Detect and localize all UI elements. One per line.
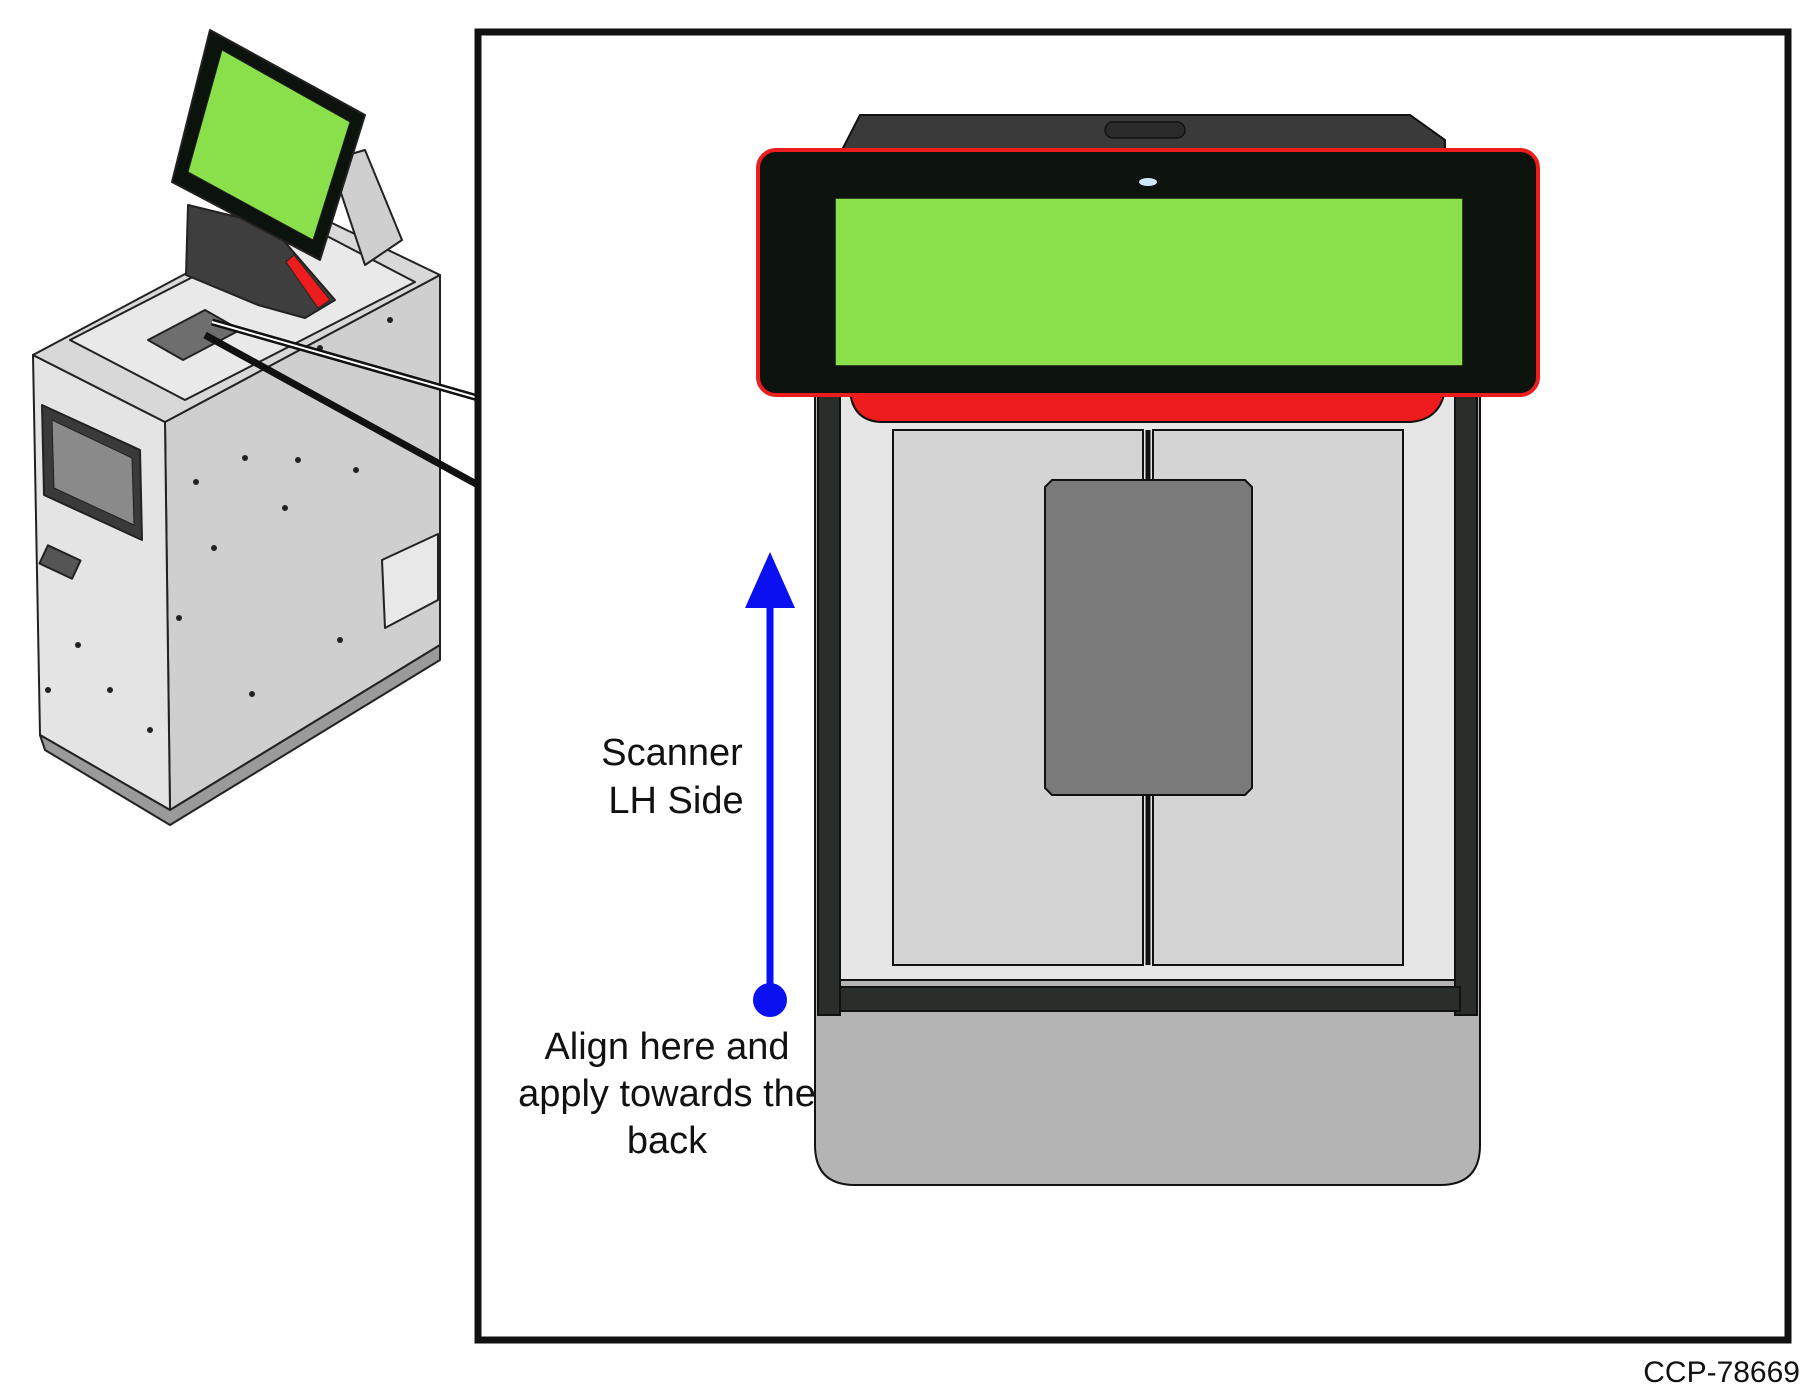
align-label-line2: apply towards the <box>518 1073 816 1115</box>
scanner-right-rail <box>1454 389 1478 1016</box>
callout-mask <box>211 321 479 399</box>
arrow-start-dot <box>753 983 787 1017</box>
scanner-top-view <box>814 379 1481 1186</box>
kiosk-scanner-red-edge <box>285 254 331 309</box>
scanner-red-edge <box>848 389 1447 423</box>
align-instruction-label: Align here and apply towards the back <box>518 1026 816 1162</box>
kiosk-card-reader <box>38 544 82 580</box>
scanner-tower-slot <box>1104 121 1186 139</box>
kiosk-overview <box>32 29 441 826</box>
arrow-head <box>745 552 795 608</box>
align-arrow <box>745 552 795 1017</box>
scanner-label-line2: LH Side <box>608 780 743 822</box>
align-label-line1: Align here and <box>544 1026 789 1068</box>
scanner-side-label: Scanner LH Side <box>601 732 743 822</box>
kiosk-screws <box>45 317 393 733</box>
kiosk-display-screen <box>187 49 351 241</box>
display-screen <box>834 197 1464 367</box>
scanner-bottom-bar <box>839 986 1461 1012</box>
kiosk-front-panel-inner <box>51 419 135 526</box>
kiosk-base <box>39 644 441 826</box>
display-camera <box>1139 178 1157 186</box>
kiosk-service-door <box>381 533 439 629</box>
figure-id: CCP-78669 <box>1643 1356 1800 1385</box>
scanner-label-line1: Scanner <box>601 732 743 774</box>
align-label-line3: back <box>627 1120 708 1162</box>
scan-glass <box>1044 479 1253 796</box>
scanner-left-rail <box>817 389 841 1016</box>
